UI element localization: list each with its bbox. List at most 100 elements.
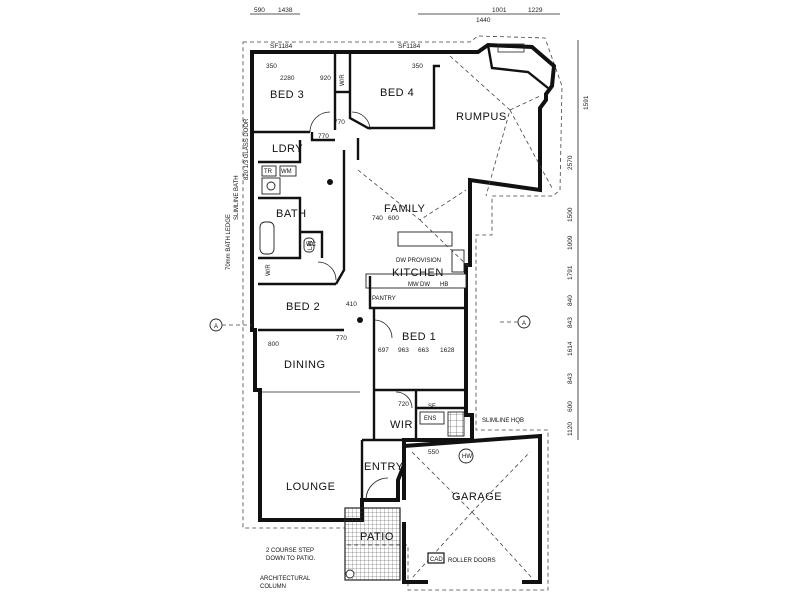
note-step-2: DOWN TO PATIO. [266,556,316,562]
ldry-tub [261,165,277,177]
note-arch-col-2: COLUMN [260,584,286,590]
dim-843a: 843 [567,317,574,328]
room-label-bed4: BED 4 [380,87,414,99]
note-bath-ledge: 70mm BATH LEDGE [226,214,232,270]
dim-800: 800 [268,341,279,348]
room-label-rumpus: RUMPUS [456,111,507,123]
note-step-1: 2 COURSE STEP [266,548,314,554]
room-label-bed2: BED 2 [286,301,320,313]
section-label-left: A [214,324,218,330]
eave-outline [242,35,563,591]
dim-1440: 1440 [476,17,491,24]
family-roof-hip [357,169,471,269]
room-label-kitchen: KITCHEN [392,267,444,279]
note-slimline-bath: SLIMLINE BATH [234,175,240,220]
dim-600: 600 [388,215,399,222]
note-dw-provision: DW PROVISION [396,258,441,264]
note-mw: MW [408,282,419,288]
external-walls [250,42,557,522]
cad-box [427,552,445,564]
room-label-bed3: BED 3 [270,89,304,101]
door-bed2 [317,261,337,281]
dim-590: 590 [254,7,265,14]
wc-wall [300,230,324,258]
room-label-lounge: LOUNGE [286,481,335,493]
room-label-garage: GARAGE [452,491,502,503]
door-entry [365,477,389,501]
dim-920: 920 [320,75,331,82]
dim-2280: 2280 [280,75,295,82]
door-bed4 [351,111,371,131]
dim-740: 740 [372,215,383,222]
wm-space [279,165,297,177]
room-label-bath: BATH [276,208,307,220]
note-tr: TR [264,169,273,175]
toilet [303,237,315,253]
dim-1120: 1120 [567,422,574,436]
rumpus-bay-window [497,43,525,53]
note-wr-1: W/R [340,74,346,86]
dim-350a: 350 [266,63,277,70]
dim-663: 663 [418,347,429,354]
kitchen-bench [365,273,467,289]
hall-east-wall [334,150,346,285]
room-label-patio: PATIO [360,531,394,543]
dim-350b: 350 [412,63,423,70]
room-label-bed1: BED 1 [402,331,436,343]
note-slimline-hqb: SLIMLINE HQB [482,418,524,424]
note-wr-2: W/R [266,264,272,276]
ens-shower [447,411,465,437]
note-wm: WM [281,169,292,175]
door-bed3 [309,111,331,133]
smoke-detector-2 [357,317,363,323]
pantry-wall [368,276,466,310]
note-dw: DW [420,282,430,288]
bathtub [259,221,275,255]
bath-wall [258,196,302,260]
dim-1500: 1500 [567,207,574,222]
dim-720: 720 [398,401,409,408]
basin [266,181,276,191]
hall-wall-1 [310,132,335,142]
architectural-column [345,569,355,579]
garage-roof-hip [411,451,533,579]
dim-1791: 1791 [567,265,574,280]
note-lin: LIN [308,241,314,250]
dim-843b: 843 [567,373,574,384]
room-label-dining: DINING [284,359,326,371]
hot-water-unit [458,448,474,464]
note-sf: SF [428,404,436,410]
dim-770b: 770 [334,119,345,126]
dim-410: 410 [346,301,357,308]
dim-1001: 1001 [492,7,507,14]
note-cad: CAD [430,557,443,563]
door-bed1 [373,319,393,339]
dim-sf1184b: SF1184 [398,43,421,50]
dim-770a: 770 [318,133,329,140]
room-label-family: FAMILY [384,203,425,215]
rumpus-bay-wall [486,44,549,89]
dim-1229: 1229 [528,7,543,14]
room-label-wir: WIR [390,419,413,431]
dim-1614: 1614 [567,341,574,356]
note-glass-door: 820 1/3 GLASS DOOR [244,118,250,180]
room-label-wc: WC [306,242,317,248]
ldry-wall [258,140,302,164]
dim-697: 697 [378,347,389,354]
note-roller-door: ROLLER DOORS [448,558,496,564]
section-label-right: A [522,321,526,327]
dim-963: 963 [398,347,409,354]
dim-1009: 1009 [567,235,574,250]
bed4-wall [348,52,440,130]
note-hw: HW [462,454,472,460]
room-label-pantry: PANTRY [372,296,396,302]
room-label-ens: ENS [424,416,436,422]
dim-sf1184a: SF1184 [270,43,293,50]
dim-550: 550 [428,449,439,456]
rumpus-roof-hip [449,55,553,197]
dim-840: 840 [567,295,574,306]
dim-1438: 1438 [278,7,293,14]
dim-1591: 1591 [583,95,590,110]
patio-area [344,507,401,581]
